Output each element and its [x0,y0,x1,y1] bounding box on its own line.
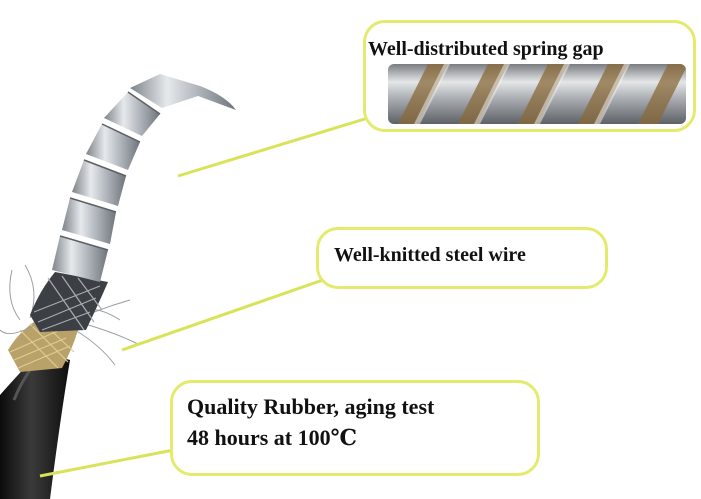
callout-quality-rubber [170,380,540,476]
callout-rubber-line-1: Quality Rubber, aging test [187,394,435,419]
callout-spring-gap-label: Well-distributed spring gap [368,38,604,60]
leader-line-wire [121,272,341,352]
callout-steel-wire [316,227,608,289]
callout-rubber-line-2: 48 hours at 100℃ [187,425,357,450]
spring-gap-photo [388,64,686,124]
rubber-hose [0,352,70,499]
gold-braid [8,318,78,372]
spiral-spring [52,74,236,282]
leader-line-spring [177,116,369,178]
callout-steel-wire-label: Well-knitted steel wire [334,244,526,266]
leader-line-rubber [39,446,185,478]
